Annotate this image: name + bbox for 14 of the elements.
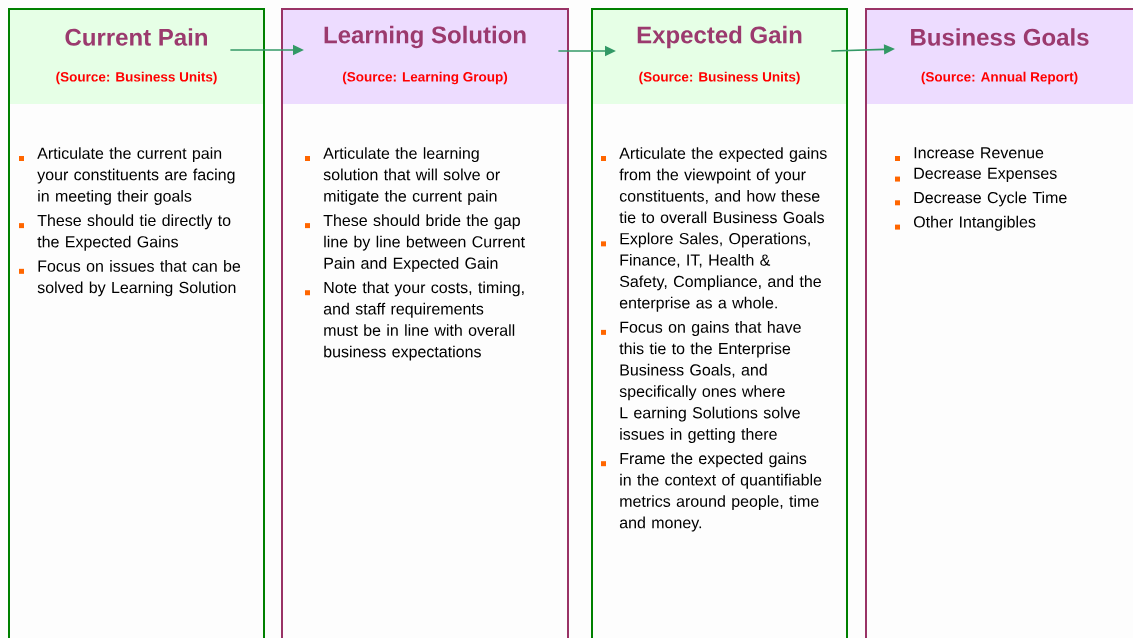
bullet-item: Focus on issues that can be solved by Learning Solution [19, 260, 241, 297]
bullet-item: These should bride the gap line by line between Current Pain and Expected Gain [305, 214, 525, 273]
bullet-item: Other Intangibles [895, 215, 1036, 231]
bullet-item: Increase Revenue [895, 147, 1044, 161]
bullet-item: Frame the expected gains in the context of quantifiable metrics around people, time and money. [601, 452, 822, 532]
bullet-item: Decrease Cycle Time [895, 191, 1067, 207]
bullet-item: Note that your costs, timing, and staff requirements must be in line with overall business expectations [305, 281, 524, 361]
bullet-item: Articulate the learning solution that will solve or mitigate the current pain [305, 147, 500, 205]
bullet-item: Focus on gains that have this tie to the Enterprise Business Goals, and specifically ones where L earning Solutions solve issues in getting there [601, 321, 801, 443]
bullet-item: Articulate the expected gains from the viewpoint of your constituents, and how these tie to overall Business Goals [601, 147, 827, 224]
bullet-item: These should tie directly to the Expected Gains [19, 214, 231, 251]
bullet-item: Decrease Expenses [895, 167, 1057, 183]
bullet-item: Articulate the current pain your constituents are facing in meeting their goals [19, 147, 235, 205]
bullet-item: Explore Sales, Operations, Finance, IT, Health & Safety, Compliance, and the enterprise as a whole. [601, 232, 821, 312]
